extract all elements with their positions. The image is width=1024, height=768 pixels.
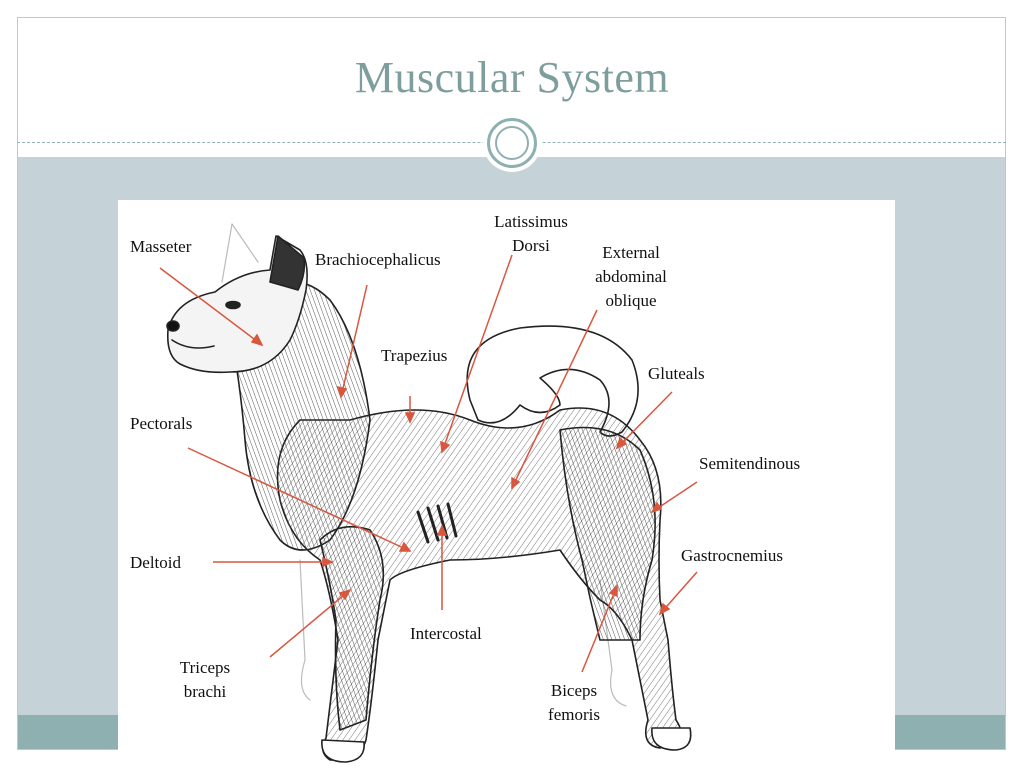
nose-icon xyxy=(166,320,180,332)
ornament-inner-ring-icon xyxy=(495,126,529,160)
label-external-line1: External xyxy=(602,243,660,262)
label-triceps-line1: Triceps xyxy=(180,658,230,677)
far-hindleg-outline xyxy=(599,579,627,707)
foreleg xyxy=(319,525,385,731)
front-paw xyxy=(321,739,365,763)
label-trapezius: Trapezius xyxy=(381,346,447,365)
rear-paw xyxy=(651,727,692,751)
label-intercostal: Intercostal xyxy=(410,624,482,643)
label-latissimus-line2: Dorsi xyxy=(512,236,550,255)
label-semitendinous: Semitendinous xyxy=(699,454,800,473)
label-latissimus-line1: Latissimus xyxy=(494,212,568,231)
ornament-ring-icon xyxy=(487,118,537,168)
far-ear-outline xyxy=(221,223,259,283)
leader-lines xyxy=(159,254,698,673)
label-deltoid: Deltoid xyxy=(130,553,181,572)
label-biceps-line1: Biceps xyxy=(551,681,597,700)
label-external-line3: oblique xyxy=(606,291,657,310)
label-brachiocephalicus: Brachiocephalicus xyxy=(315,250,441,269)
label-triceps-line2: brachi xyxy=(184,682,227,701)
slide-title: Muscular System xyxy=(354,53,670,102)
label-pectorals: Pectorals xyxy=(130,414,192,433)
far-foreleg-outline xyxy=(299,559,311,701)
label-masseter: Masseter xyxy=(130,237,192,256)
hindleg xyxy=(559,426,656,641)
eye-icon xyxy=(225,300,241,310)
muscle-labels: Masseter Brachiocephalicus Latissimus Do… xyxy=(130,212,800,724)
label-external-line2: abdominal xyxy=(595,267,667,286)
label-gastrocnemius: Gastrocnemius xyxy=(681,546,783,565)
label-biceps-line2: femoris xyxy=(548,705,600,724)
near-ear xyxy=(269,235,306,291)
label-gluteals: Gluteals xyxy=(648,364,705,383)
dog-illustration xyxy=(166,223,692,763)
mouth-line xyxy=(171,339,215,349)
